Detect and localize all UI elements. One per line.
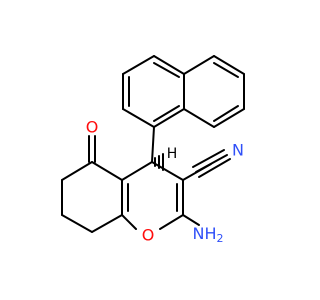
bond [183,108,215,128]
bond [213,55,245,75]
amino-nh-text: NH [193,224,217,243]
bond [91,214,123,233]
bond [213,105,239,122]
bond [192,149,225,168]
bond [151,126,155,163]
ring-oxygen-label: O [142,226,155,245]
bond [153,105,180,122]
bond [182,214,200,226]
ketone-oxygen-label: O [86,118,99,137]
bond [61,214,93,233]
bond [153,62,180,78]
bond [153,108,185,128]
bond [121,214,137,230]
bond [213,108,245,128]
bond [61,161,93,181]
bond [153,55,185,75]
bond [122,55,155,75]
bond [151,161,184,181]
bond [121,161,153,181]
bonds [61,55,245,233]
amino-subscript: 2 [217,232,224,245]
nitrile-nitrogen-label: N [232,141,244,160]
stereo-hydrogen-label: H [167,146,178,162]
bond [122,108,155,128]
molecule-diagram: O O N H NH2 [61,55,245,245]
bond [198,158,231,178]
bond [213,62,239,78]
bond [183,55,215,75]
stereo-hash-bond [154,153,164,171]
bond [195,154,228,173]
bond [91,161,123,181]
amino-group-label: NH2 [193,224,224,245]
bond [159,214,184,230]
